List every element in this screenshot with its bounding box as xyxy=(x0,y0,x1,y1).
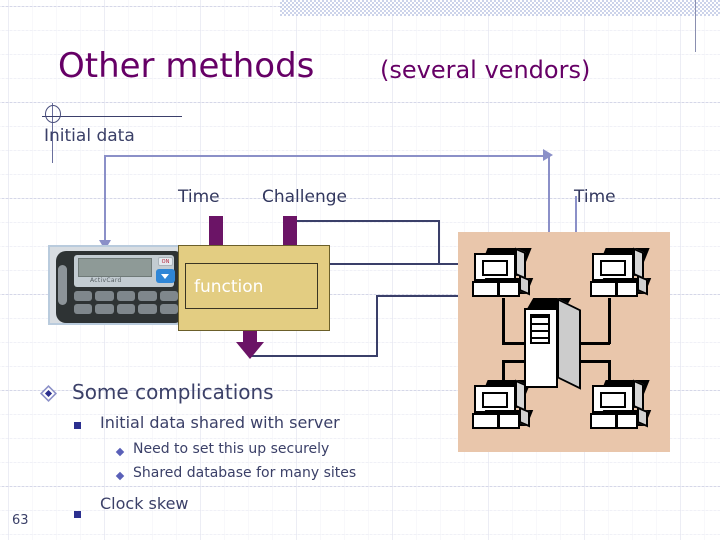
bullet-level2-text: Initial data shared with server xyxy=(100,413,340,432)
function-label: function xyxy=(194,277,264,297)
decoration-circle-icon xyxy=(45,105,61,123)
bullet-square-icon xyxy=(74,511,81,518)
connector-initial-data-to-server xyxy=(548,155,550,305)
header-checker-band xyxy=(280,0,720,16)
server-drive-bays xyxy=(530,314,550,344)
token-key xyxy=(95,291,114,301)
page-title: Other methods xyxy=(58,46,315,86)
connector-response-vertical xyxy=(376,295,378,357)
token-key xyxy=(74,291,93,301)
connector-challenge-top xyxy=(290,220,440,222)
computer-icon xyxy=(472,247,534,300)
connector-initial-data-horizontal xyxy=(104,155,550,157)
function-box xyxy=(178,245,330,331)
net-link xyxy=(608,298,611,344)
token-key xyxy=(116,304,136,314)
token-device-image: ActivCard ON xyxy=(48,245,185,325)
net-link xyxy=(502,298,505,344)
bullet-small-diamond-icon xyxy=(115,471,125,481)
page-number: 63 xyxy=(12,513,29,528)
decoration-stem xyxy=(52,103,53,163)
connector-challenge-from-server xyxy=(300,263,460,265)
label-time-left: Time xyxy=(178,187,220,207)
token-blue-button xyxy=(156,269,175,283)
token-key xyxy=(138,304,157,314)
net-link xyxy=(562,342,610,345)
initial-data-label: Initial data xyxy=(44,126,135,146)
token-key xyxy=(95,304,114,314)
arrowhead-right-initial-data-icon xyxy=(543,149,553,161)
arrow-head xyxy=(236,342,264,359)
page-subtitle: (several vendors) xyxy=(380,56,591,84)
connector-response-bottom xyxy=(250,355,378,357)
bullet-level2-text: Clock skew xyxy=(100,494,189,513)
token-on-button: ON xyxy=(158,257,173,266)
computer-icon xyxy=(590,379,652,432)
label-time-right: Time xyxy=(574,187,616,207)
computer-icon xyxy=(472,379,534,432)
bullet-level3-text: Need to set this up securely xyxy=(133,441,330,457)
computer-icon xyxy=(590,247,652,300)
function-box-inner xyxy=(185,263,318,309)
token-key xyxy=(116,291,136,301)
connector-initial-data-to-token xyxy=(104,155,106,243)
connector-challenge-vertical xyxy=(438,220,440,264)
bullet-level1-text: Some complications xyxy=(72,380,274,404)
server-side xyxy=(557,298,581,390)
server-front xyxy=(524,308,558,388)
token-keypad xyxy=(74,291,178,314)
bullet-level3-text: Shared database for many sites xyxy=(133,465,357,481)
bullet-small-diamond-icon xyxy=(115,447,125,457)
net-link xyxy=(562,360,610,363)
label-challenge: Challenge xyxy=(262,187,347,207)
header-right-rule xyxy=(695,0,696,52)
bullet-diamond-icon xyxy=(42,387,55,400)
connector-response-to-server xyxy=(376,295,472,297)
bullet-square-icon xyxy=(74,422,81,429)
token-key xyxy=(138,291,157,301)
token-brand-label: ActivCard xyxy=(90,277,122,284)
token-lcd-screen xyxy=(78,258,152,277)
token-grip xyxy=(58,265,67,305)
token-key xyxy=(74,304,93,314)
server-tower-icon xyxy=(524,298,584,394)
decoration-line xyxy=(42,116,182,117)
token-key xyxy=(159,304,178,314)
token-key xyxy=(159,291,178,301)
